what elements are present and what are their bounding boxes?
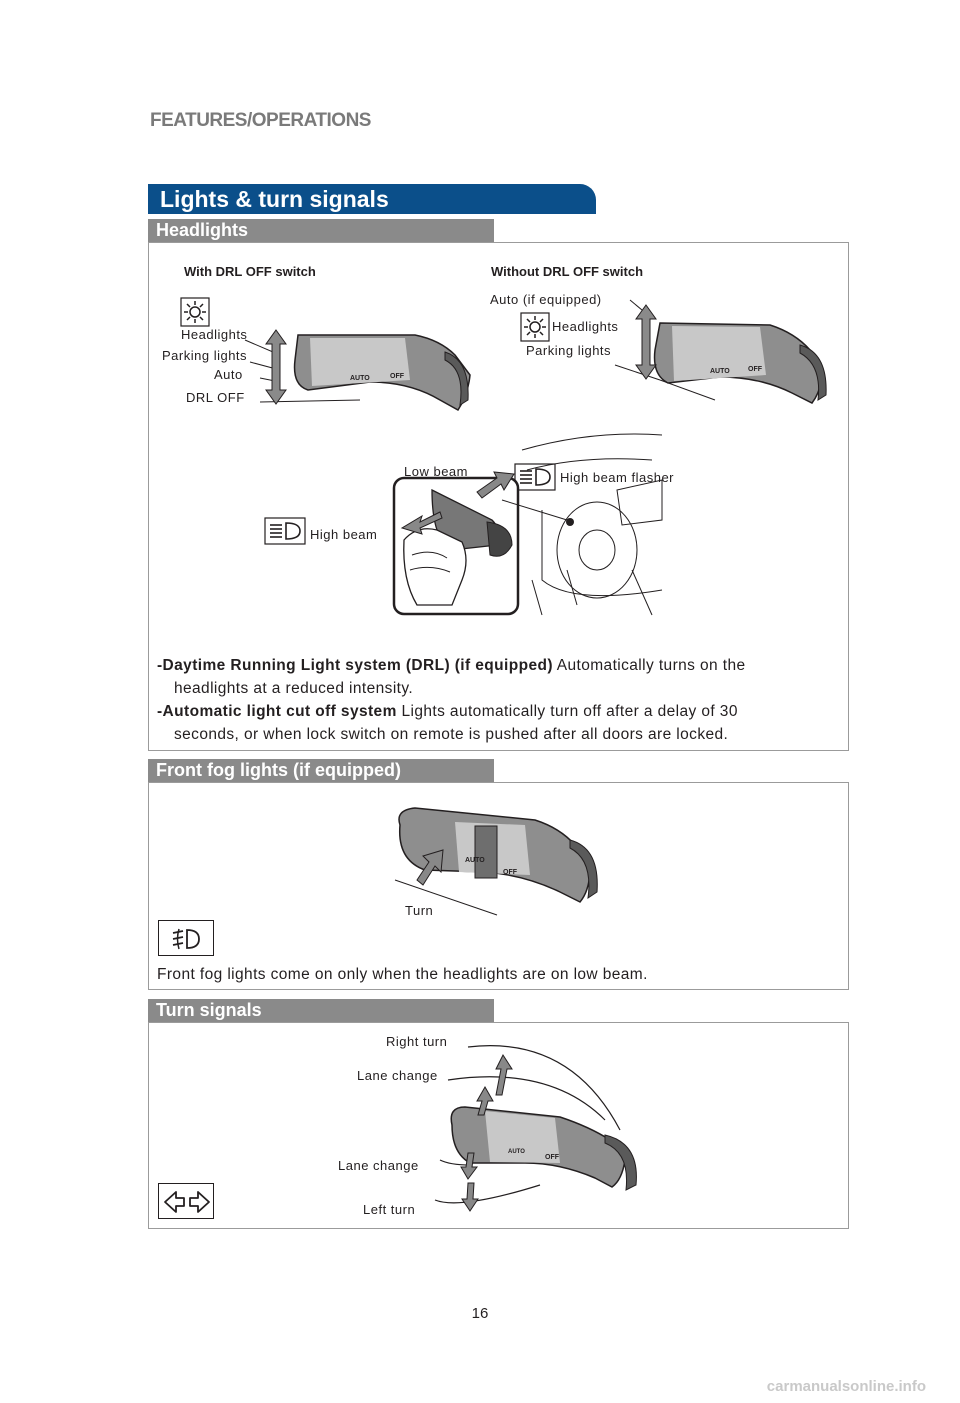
without-drl-title: Without DRL OFF switch	[491, 264, 644, 279]
turn-signals-heading: Turn signals	[148, 999, 494, 1022]
note-auto-cutoff-text: Lights automatically turn off after a de…	[396, 703, 738, 720]
label-left-turn: Left turn	[363, 1202, 416, 1217]
note-drl: -Daytime Running Light system (DRL) (if …	[157, 654, 746, 677]
switch-mark-off: OFF	[503, 869, 518, 876]
label-high-beam-flasher: High beam flasher	[560, 470, 674, 485]
label-low-beam: Low beam	[404, 464, 468, 479]
label-high-beam: High beam	[310, 527, 378, 542]
page-header: FEATURES/OPERATIONS	[150, 110, 371, 131]
headlight-icon	[520, 312, 550, 342]
fog-light-icon	[158, 920, 214, 956]
label-right-turn: Right turn	[386, 1034, 448, 1049]
label-parking-lights: Parking lights	[162, 348, 248, 363]
page-number: 16	[471, 1305, 489, 1322]
turn-signal-stalk: AUTO OFF	[434, 1045, 637, 1212]
switch-mark-auto: AUTO	[465, 857, 485, 864]
label-auto: Auto	[214, 367, 243, 382]
label-auto-if-equipped: Auto (if equipped)	[490, 292, 602, 307]
label-drl-off: DRL OFF	[186, 390, 245, 405]
switch-mark-off: OFF	[748, 366, 763, 373]
label-headlights: Headlights	[181, 327, 248, 342]
note-drl-title: -Daytime Running Light system (DRL) (if …	[157, 657, 553, 674]
turn-signal-icon	[158, 1183, 214, 1219]
switch-mark-auto: AUTO	[350, 375, 370, 382]
light-switch-stalk-drl: AUTO OFF	[244, 329, 471, 411]
high-beam-flasher-icon	[514, 463, 556, 491]
fog-switch-stalk: AUTO OFF	[394, 807, 598, 916]
note-drl-text: Automatically turns on the	[552, 657, 746, 674]
footer-watermark: carmanualsonline.info	[766, 1378, 926, 1395]
label-turn: Turn	[405, 903, 434, 918]
headlights-section	[148, 242, 849, 751]
note-auto-cutoff: -Automatic light cut off system Lights a…	[157, 700, 738, 723]
note-auto-cutoff-cont: seconds, or when lock switch on remote i…	[174, 726, 729, 743]
switch-mark-off: OFF	[390, 373, 405, 380]
light-switch-stalk: AUTO OFF	[614, 299, 827, 404]
with-drl-title: With DRL OFF switch	[184, 264, 316, 279]
fog-note: Front fog lights come on only when the h…	[157, 966, 648, 983]
switch-mark-auto: AUTO	[508, 1149, 525, 1155]
switch-mark-off: OFF	[545, 1154, 560, 1161]
note-drl-cont: headlights at a reduced intensity.	[174, 680, 414, 697]
high-beam-icon	[264, 517, 306, 545]
label-lane-change-up: Lane change	[357, 1068, 438, 1083]
note-auto-cutoff-title: -Automatic light cut off system	[157, 703, 397, 720]
headlights-heading: Headlights	[148, 219, 494, 242]
turn-signals-section	[148, 1022, 849, 1229]
label-lane-change-down: Lane change	[338, 1158, 419, 1173]
fog-section	[148, 782, 849, 990]
switch-mark-auto: AUTO	[710, 368, 730, 375]
label-parking-lights-2: Parking lights	[526, 343, 612, 358]
main-title: Lights & turn signals	[148, 184, 596, 214]
label-headlights-2: Headlights	[552, 319, 619, 334]
fog-heading: Front fog lights (if equipped)	[148, 759, 494, 782]
headlight-icon	[180, 297, 210, 327]
beam-illustration	[392, 433, 663, 616]
